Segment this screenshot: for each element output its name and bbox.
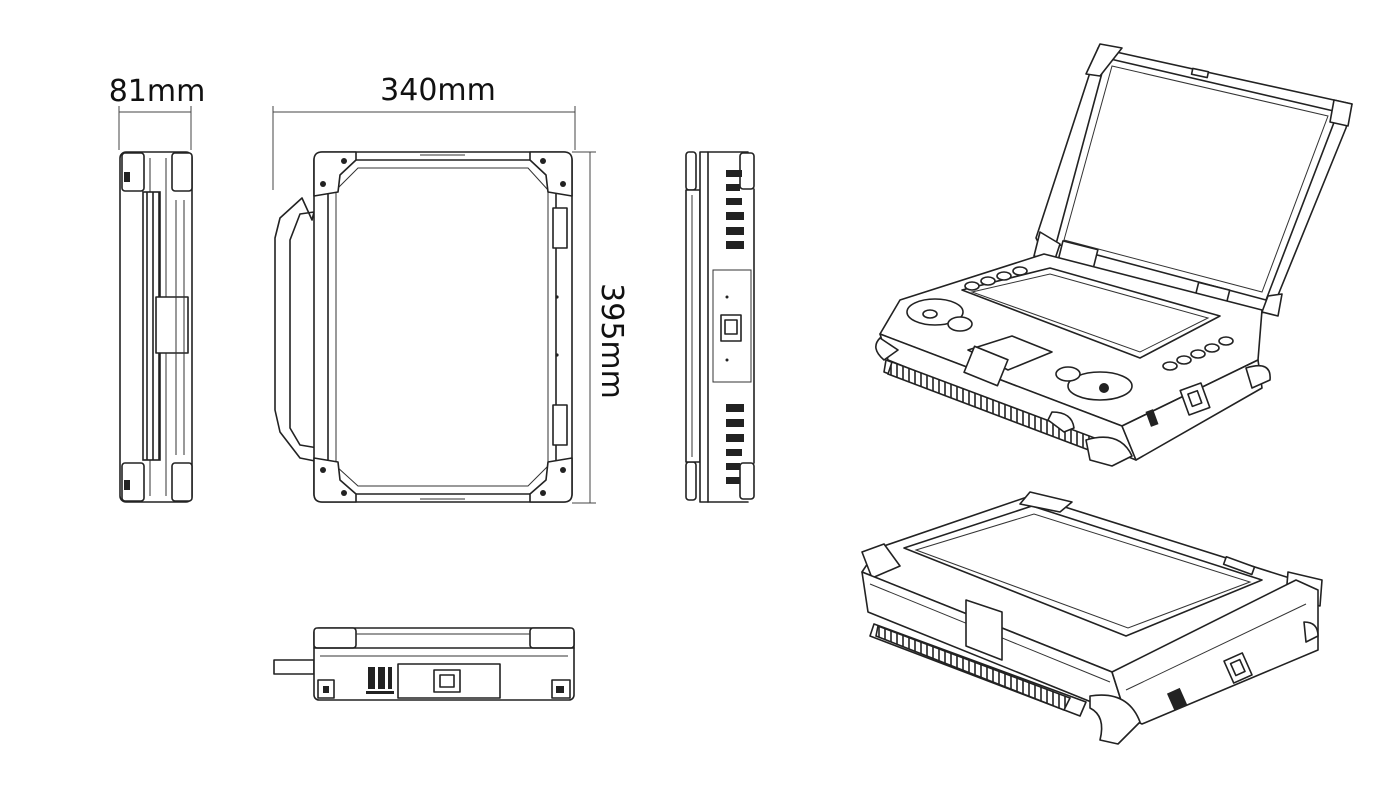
perspective-view-closed (861, 491, 1323, 745)
right-side-view (685, 151, 755, 503)
right-button-row (1162, 336, 1234, 371)
left-side-view (119, 151, 193, 503)
top-button-row (964, 266, 1028, 291)
front-top-view (274, 151, 573, 503)
bottom-port-cluster (366, 667, 394, 694)
perspective-view-open (875, 43, 1353, 467)
height-dimension-label: 395mm (594, 283, 629, 399)
bottom-edge-view (273, 627, 575, 701)
depth-dimension-label: 81mm (109, 74, 206, 109)
port-cluster-upper (726, 170, 744, 249)
port-cluster-lower (726, 404, 744, 484)
dimension-lines (118, 106, 596, 504)
width-dimension-label: 340mm (380, 73, 496, 108)
